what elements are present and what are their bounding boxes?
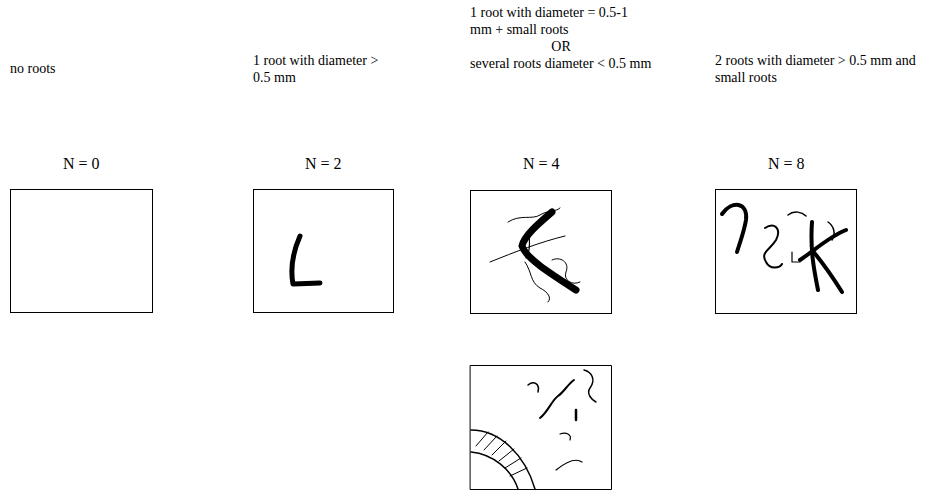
description-text: 1 root with diameter = 0.5-1 mm + small … [470,4,652,38]
thin-root [528,383,538,392]
description-text: OR [470,38,652,55]
box-outline [470,190,612,314]
thin-root [556,460,582,470]
box-outline [10,189,153,313]
thick-root [800,230,846,260]
thin-root [575,410,578,420]
root-hatch [476,432,527,476]
thin-root [764,226,782,268]
thick-root [471,430,535,489]
score-label: N = 0 [63,155,100,173]
thick-root [722,205,746,252]
class-description: no roots [10,60,140,77]
thin-root [560,433,570,440]
thin-root [828,222,834,240]
class-description: 1 root with diameter > 0.5 mm [253,52,383,86]
description-text: several roots diameter < 0.5 mm [470,55,652,72]
score-class: 2 roots with diameter > 0.5 mm and small… [715,0,920,314]
score-label: N = 8 [768,155,805,173]
thin-root [584,370,596,402]
score-class: no roots N = 0 [10,0,153,313]
score-class: 1 root with diameter = 0.5-1 mm + small … [470,0,652,314]
score-class: 1 root with diameter > 0.5 mm N = 2 [253,0,394,313]
score-label: N = 2 [305,155,342,173]
description-text: 2 roots with diameter > 0.5 mm and small… [715,52,920,86]
description-text: 1 root with diameter > 0.5 mm [253,52,383,86]
box-outline [253,189,394,313]
description-text: no roots [10,60,140,77]
box-outline [715,189,857,314]
class-description: 1 root with diameter = 0.5-1 mm + small … [470,4,652,72]
class-description: 2 roots with diameter > 0.5 mm and small… [715,52,920,86]
score-label: N = 4 [523,155,560,173]
thin-root [540,380,574,418]
thick-root [812,250,842,292]
thick-root [471,452,518,489]
box-outline [471,366,612,490]
thick-root [292,236,320,284]
thick-root [522,212,576,290]
thin-root [788,212,806,216]
